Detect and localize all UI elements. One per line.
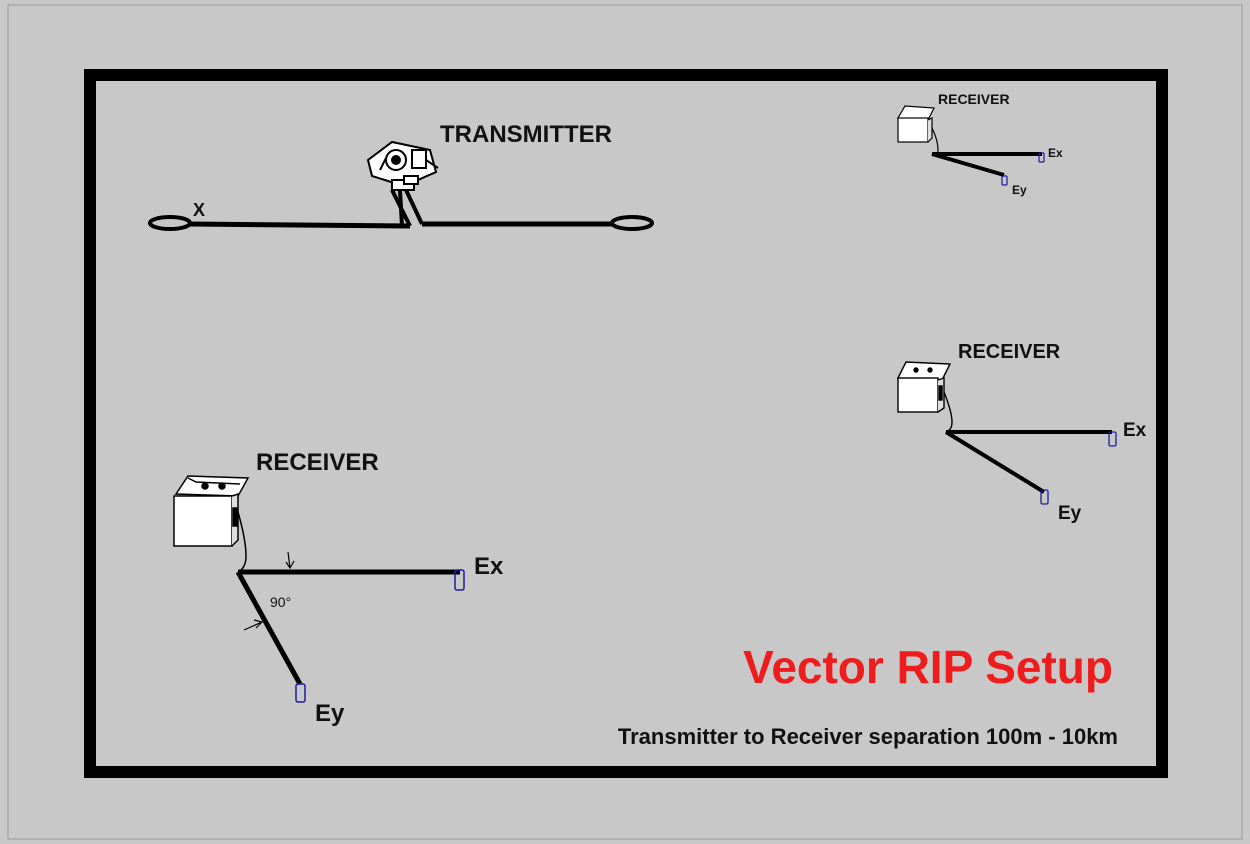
receiver-mid-label: RECEIVER (958, 341, 1061, 363)
receiver-far-group: RECEIVER Ex Ey (896, 91, 1063, 197)
ey-line-mid (944, 430, 1046, 494)
receiver-mid-icon (896, 361, 953, 433)
transmitter-leads (390, 189, 424, 227)
diagram-title: Vector RIP Setup (743, 641, 1113, 693)
dipole-wire-left (189, 221, 411, 229)
diagram-frame (84, 69, 1168, 778)
ey-electrode-mid (1040, 489, 1049, 505)
ex-electrode-far (1038, 152, 1045, 163)
receiver-far-ex-label: Ex (1048, 146, 1063, 160)
receiver-mid-ey-label: Ey (1058, 503, 1082, 524)
ey-electrode-main (295, 683, 306, 703)
ey-line-far (931, 152, 1005, 177)
receiver-main-group: RECEIVER Ex Ey 90° (173, 449, 504, 727)
diagram-subtitle: Transmitter to Receiver separation 100m … (618, 724, 1118, 749)
left-electrode-loop (148, 215, 192, 231)
receiver-mid-ex-label: Ex (1123, 420, 1147, 441)
ex-electrode-mid (1108, 431, 1117, 447)
receiver-main-icon (173, 475, 250, 573)
transmitter-icon (366, 140, 439, 191)
ex-electrode-main (454, 569, 465, 591)
transmitter-label: TRANSMITTER (440, 121, 612, 148)
angle-arrow-top (285, 551, 295, 570)
angle-label: 90° (270, 594, 291, 610)
angle-arrow-left (243, 619, 264, 631)
receiver-far-label: RECEIVER (938, 91, 1010, 107)
receiver-main-ex-label: Ex (474, 553, 504, 580)
dipole-x-label: X (193, 200, 205, 220)
transmitter-group: TRANSMITTER X (148, 121, 654, 231)
receiver-mid-group: RECEIVER Ex Ey (896, 341, 1147, 524)
receiver-main-ey-label: Ey (315, 700, 345, 727)
ey-electrode-far (1001, 175, 1008, 186)
receiver-main-label: RECEIVER (256, 449, 379, 476)
outer-border (7, 4, 1243, 840)
receiver-far-icon (896, 105, 939, 156)
receiver-far-ey-label: Ey (1012, 183, 1027, 197)
ey-line-main (235, 570, 303, 686)
